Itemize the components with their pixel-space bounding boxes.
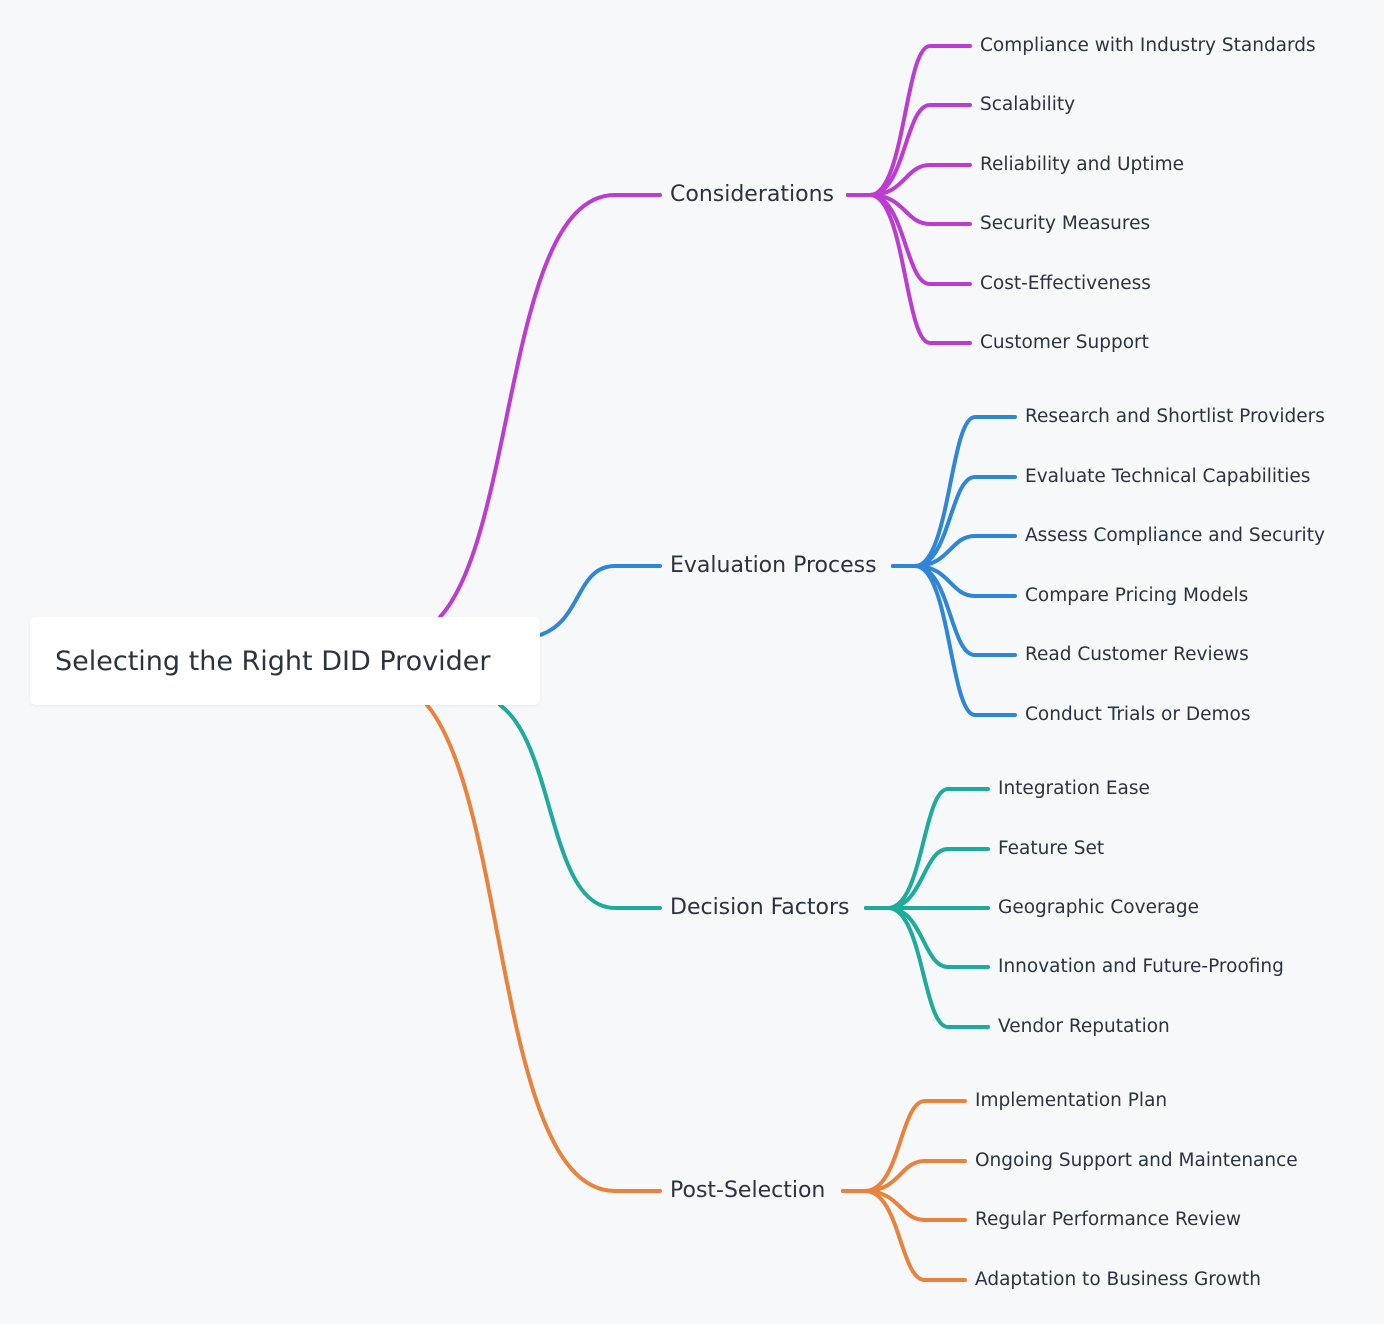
branch-evaluation-process[interactable]: Evaluation Process: [670, 553, 877, 578]
connector-branch-3-leaf-1: [841, 1159, 967, 1193]
leaf-evaluate-technical[interactable]: Evaluate Technical Capabilities: [1025, 465, 1311, 487]
connector-root-branch-2: [498, 703, 662, 910]
leaf-customer-support[interactable]: Customer Support: [980, 331, 1149, 353]
connector-branch-3-leaf-0: [841, 1099, 967, 1193]
connector-branch-0-leaf-2: [846, 163, 972, 197]
connector-branch-0-leaf-4: [846, 193, 972, 286]
leaf-compliance-industry-standards[interactable]: Compliance with Industry Standards: [980, 34, 1316, 56]
connector-branch-1-leaf-5: [891, 564, 1017, 717]
connector-branch-3-leaf-3: [841, 1189, 967, 1282]
connector-branch-2-leaf-1: [864, 847, 990, 910]
leaf-research-shortlist[interactable]: Research and Shortlist Providers: [1025, 405, 1325, 427]
connector-branch-1-leaf-1: [891, 475, 1017, 568]
connector-branch-0-leaf-5: [846, 193, 972, 345]
leaf-cost-effectiveness[interactable]: Cost-Effectiveness: [980, 272, 1151, 294]
leaf-vendor-reputation[interactable]: Vendor Reputation: [998, 1015, 1170, 1037]
leaf-conduct-trials[interactable]: Conduct Trials or Demos: [1025, 703, 1251, 725]
connector-root-branch-3: [425, 703, 662, 1193]
connector-branch-1-leaf-2: [891, 534, 1017, 568]
connector-branch-2-leaf-3: [864, 906, 990, 969]
connector-branch-1-leaf-3: [891, 564, 1017, 598]
leaf-integration-ease[interactable]: Integration Ease: [998, 777, 1150, 799]
leaf-ongoing-support[interactable]: Ongoing Support and Maintenance: [975, 1149, 1298, 1171]
leaf-implementation-plan[interactable]: Implementation Plan: [975, 1089, 1168, 1111]
leaf-innovation-future-proofing[interactable]: Innovation and Future-Proofing: [998, 955, 1284, 977]
branch-post-selection[interactable]: Post-Selection: [670, 1178, 826, 1203]
leaf-geographic-coverage[interactable]: Geographic Coverage: [998, 896, 1200, 918]
leaf-adaptation-business-growth[interactable]: Adaptation to Business Growth: [975, 1268, 1261, 1290]
leaf-feature-set[interactable]: Feature Set: [998, 837, 1105, 859]
connector-branch-1-leaf-4: [891, 564, 1017, 657]
leaf-assess-compliance[interactable]: Assess Compliance and Security: [1025, 524, 1325, 546]
branch-decision-factors[interactable]: Decision Factors: [670, 895, 850, 920]
leaf-compare-pricing[interactable]: Compare Pricing Models: [1025, 584, 1249, 606]
leaf-reliability-uptime[interactable]: Reliability and Uptime: [980, 153, 1185, 175]
branch-considerations[interactable]: Considerations: [670, 182, 834, 207]
connector-branch-2-leaf-4: [864, 906, 990, 1029]
leaf-security-measures[interactable]: Security Measures: [980, 212, 1151, 234]
connector-root-branch-0: [438, 193, 662, 619]
connector-branch-0-leaf-1: [846, 103, 972, 197]
leaf-scalability[interactable]: Scalability: [980, 93, 1076, 115]
connector-branch-0-leaf-3: [846, 193, 972, 226]
root-node[interactable]: Selecting the Right DID Provider: [30, 617, 540, 705]
connector-branch-3-leaf-2: [841, 1189, 967, 1222]
connector-root-branch-1: [538, 564, 662, 637]
leaf-regular-performance-review[interactable]: Regular Performance Review: [975, 1208, 1241, 1230]
root-title: Selecting the Right DID Provider: [55, 645, 491, 677]
leaf-read-reviews[interactable]: Read Customer Reviews: [1025, 643, 1249, 665]
